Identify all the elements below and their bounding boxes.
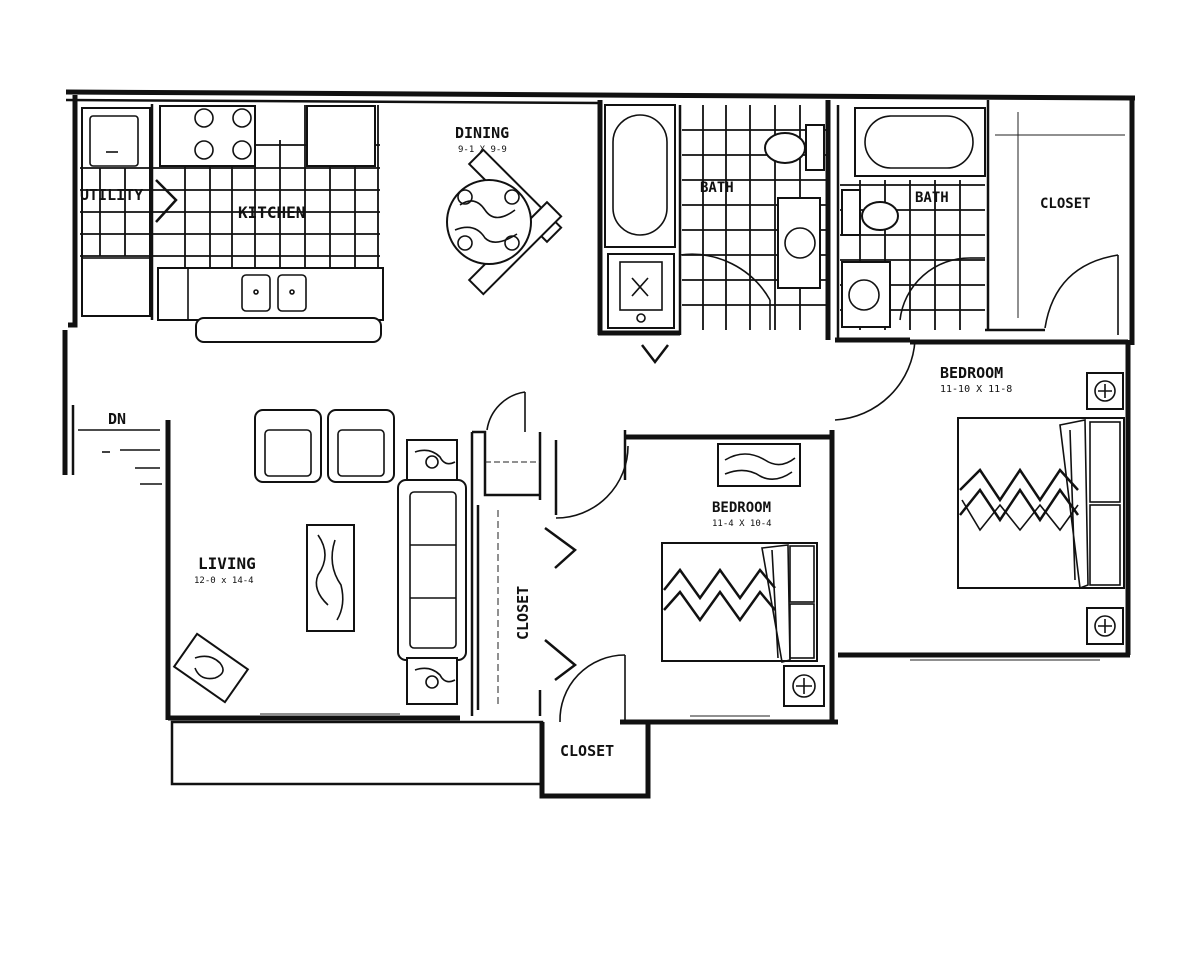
master-bedroom-dimensions: 11-10 X 11-8 [940, 384, 1012, 395]
exterior-walls [62, 89, 1136, 799]
hall-closet-label: CLOSET [514, 586, 532, 640]
bath-1: BATH [597, 100, 831, 365]
kitchen-label: KITCHEN [238, 203, 305, 222]
bath-2: BATH CLOSET [835, 100, 1125, 343]
floor-rug [172, 632, 250, 704]
stair-down: DN [78, 410, 162, 485]
living-dimensions: 12-0 x 14-4 [194, 576, 254, 586]
living-label: LIVING [198, 554, 256, 573]
stair-down-label: DN [108, 410, 126, 428]
living-area: LIVING 12-0 x 14-4 [172, 409, 467, 715]
master-bedroom-label: BEDROOM [940, 364, 1003, 382]
hall-closets: CLOSET CLOSET [470, 391, 626, 760]
bath-1-label: BATH [700, 180, 734, 196]
armchair-left [254, 409, 322, 483]
second-bed [661, 542, 818, 663]
master-bed [957, 417, 1125, 590]
lower-closet-label: CLOSET [560, 742, 614, 760]
master-bedroom: BEDROOM 11-10 X 11-8 [834, 339, 1128, 661]
dining-label: DINING [455, 124, 509, 142]
utility-label: UTILITY [80, 186, 143, 204]
second-bedroom-label: BEDROOM [712, 500, 771, 516]
dining-area: DINING 9-1 X 9-9 [446, 124, 563, 296]
bath-2-label: BATH [915, 190, 949, 206]
sofa [397, 479, 467, 661]
kitchen-area: UTILITY KITCHEN [80, 104, 384, 343]
second-bedroom: BEDROOM 11-4 X 10-4 [554, 430, 832, 717]
armchair-right [327, 409, 395, 483]
closet-master-label: CLOSET [1040, 196, 1091, 212]
coffee-table [306, 524, 355, 632]
end-table-bottom [406, 657, 458, 705]
dining-table [446, 148, 563, 296]
end-table-top [406, 439, 458, 487]
second-bedroom-dimensions: 11-4 X 10-4 [712, 519, 772, 529]
